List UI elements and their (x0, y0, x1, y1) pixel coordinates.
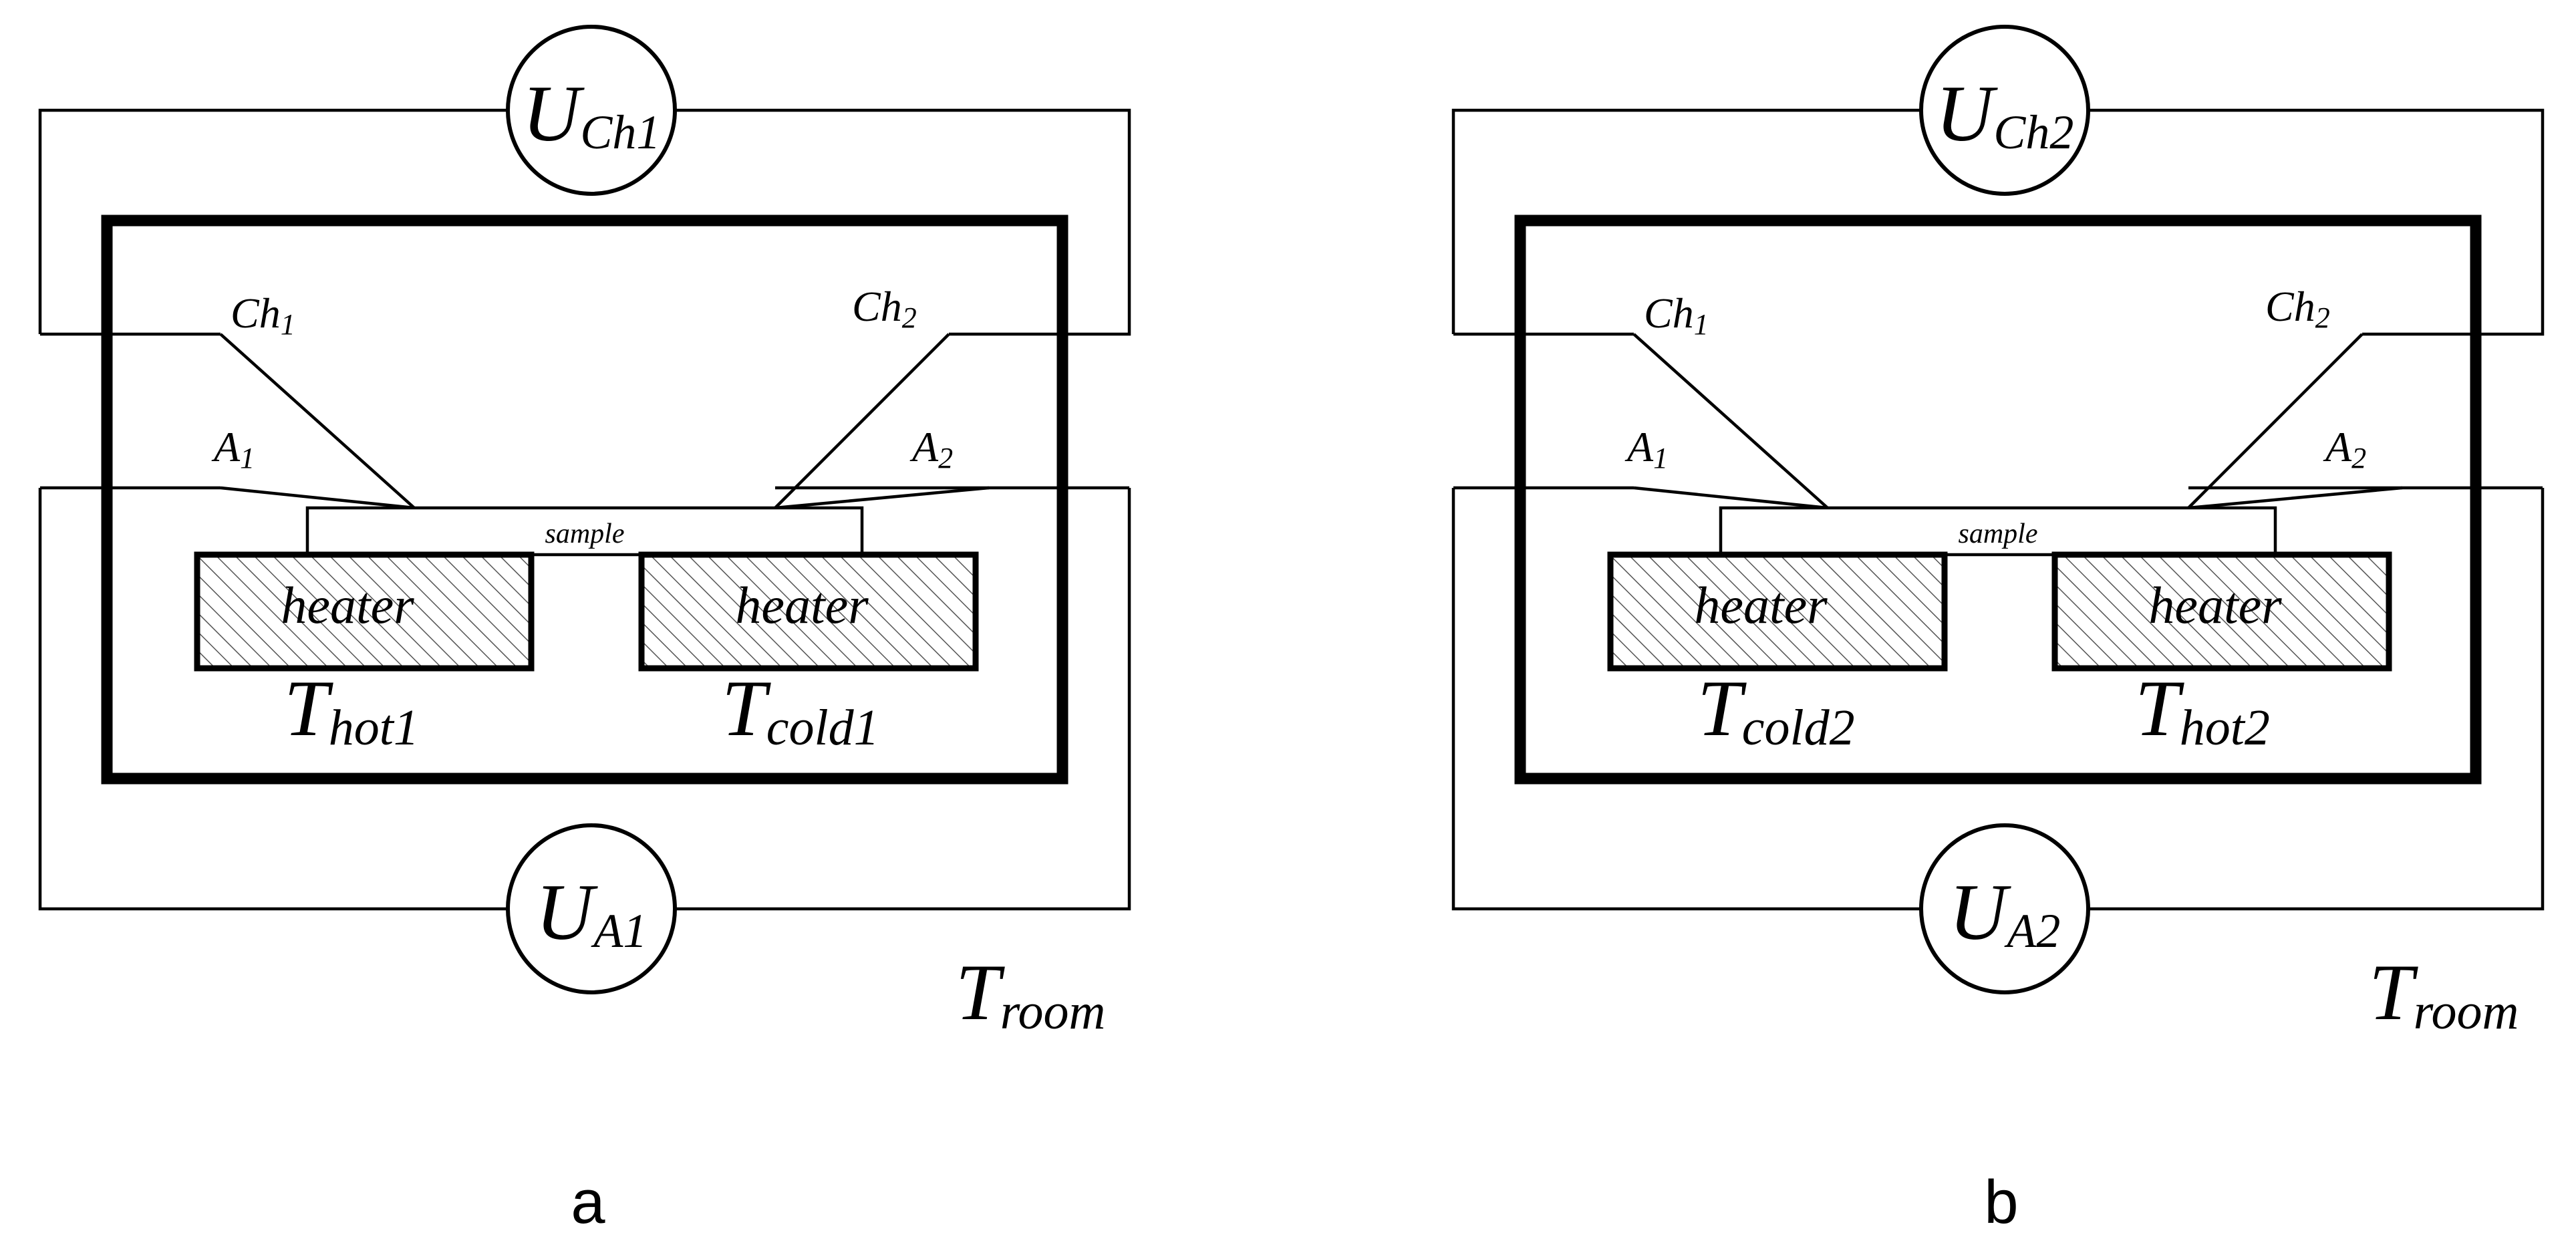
label-a2: A2 (909, 423, 953, 474)
voltmeter-top (1919, 25, 2090, 196)
room-temp-label: Troom (2369, 948, 2519, 1040)
voltmeter-top-label: UCh2 (1936, 69, 2074, 159)
lead-ch1 (1632, 333, 1829, 509)
heater-right-label: heater (735, 576, 869, 634)
temp-left-label: Tcold2 (1697, 664, 1855, 756)
voltmeter-bottom-label: UA2 (1949, 867, 2061, 958)
label-ch1: Ch1 (231, 289, 295, 341)
lead-ch1 (219, 333, 416, 509)
lead-a1 (1633, 486, 1828, 510)
top-wire-loop (38, 108, 1131, 336)
heater-left (1607, 551, 1948, 672)
temp-right-label: Thot2 (2135, 664, 2270, 756)
sample-label: sample (1959, 519, 2038, 549)
lead-ch2 (774, 333, 950, 509)
label-a1: A1 (211, 423, 255, 474)
panel-caption: a (571, 1168, 605, 1236)
heater-right-label: heater (2148, 576, 2282, 634)
label-a1: A1 (1624, 423, 1668, 474)
label-ch1: Ch1 (1644, 289, 1709, 341)
sample-bar (1719, 506, 2277, 557)
room-temp-label: Troom (956, 948, 1105, 1040)
sample-label: sample (545, 519, 625, 549)
label-ch2: Ch2 (852, 283, 917, 334)
panel-caption: b (1984, 1168, 2018, 1236)
lead-ch2 (2187, 333, 2364, 509)
heater-right (638, 551, 979, 672)
voltmeter-bottom-label: UA1 (536, 867, 648, 958)
lead-a2 (2188, 486, 2403, 510)
lead-a2 (774, 486, 990, 510)
heater-right (2051, 551, 2392, 672)
enclosure (1514, 215, 2482, 785)
temp-left-label: Thot1 (284, 664, 419, 756)
heater-left (194, 551, 535, 672)
voltmeter-top-label: UCh1 (523, 69, 661, 159)
voltmeter-bottom (1919, 823, 2090, 994)
panel-b: sample heater heater Ch1 Ch2 A1 A2 Tcold… (1451, 25, 2545, 1236)
label-a2: A2 (2323, 423, 2366, 474)
heater-left-label: heater (1694, 576, 1828, 634)
voltmeter-top (506, 25, 677, 196)
heater-left-label: heater (281, 576, 414, 634)
voltmeter-bottom (506, 823, 677, 994)
lead-a1 (220, 486, 415, 510)
enclosure (101, 215, 1068, 785)
sample-bar (305, 506, 864, 557)
label-ch2: Ch2 (2265, 283, 2330, 334)
panel-a: sample heater heater Ch1 Ch2 A1 A2 Thot1… (38, 25, 1131, 1236)
top-wire-loop (1451, 108, 2545, 336)
temp-right-label: Tcold1 (722, 664, 879, 756)
